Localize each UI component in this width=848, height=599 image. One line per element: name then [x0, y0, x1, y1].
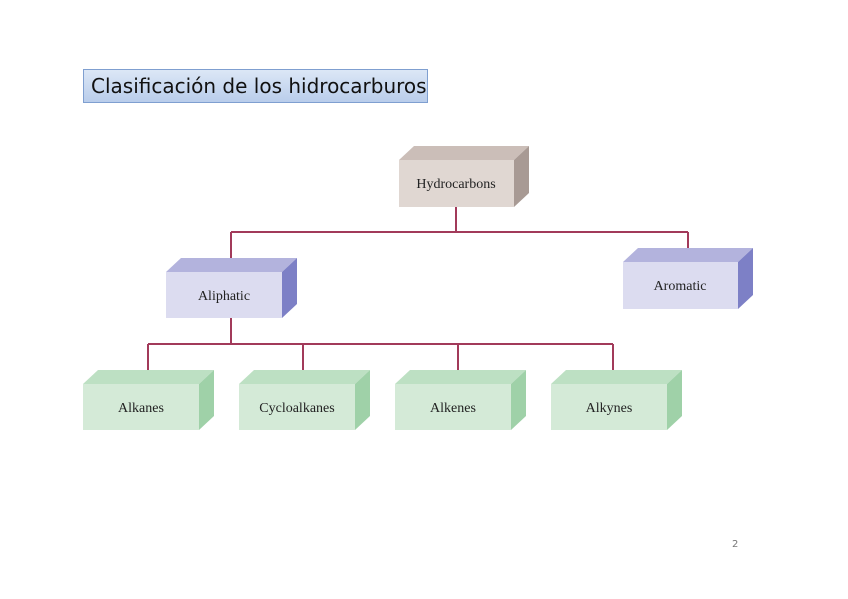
page-number: 2: [732, 539, 739, 550]
node-cycloalkanes: Cycloalkanes: [239, 370, 370, 430]
slide-title: Clasificación de los hidrocarburos: [83, 69, 428, 103]
node-alkanes-label: Alkanes: [118, 401, 164, 416]
node-hydrocarbons-label: Hydrocarbons: [416, 177, 495, 192]
node-alkynes-label: Alkynes: [586, 401, 633, 416]
node-aliphatic-label: Aliphatic: [198, 289, 250, 304]
node-alkanes: Alkanes: [83, 370, 214, 430]
node-alkynes: Alkynes: [551, 370, 682, 430]
node-hydrocarbons: Hydrocarbons: [399, 146, 529, 207]
node-cycloalkanes-label: Cycloalkanes: [259, 401, 334, 416]
node-alkenes-label: Alkenes: [430, 401, 476, 416]
node-alkenes: Alkenes: [395, 370, 526, 430]
node-aromatic: Aromatic: [623, 248, 753, 309]
node-aliphatic: Aliphatic: [166, 258, 297, 318]
node-aromatic-label: Aromatic: [654, 279, 707, 294]
